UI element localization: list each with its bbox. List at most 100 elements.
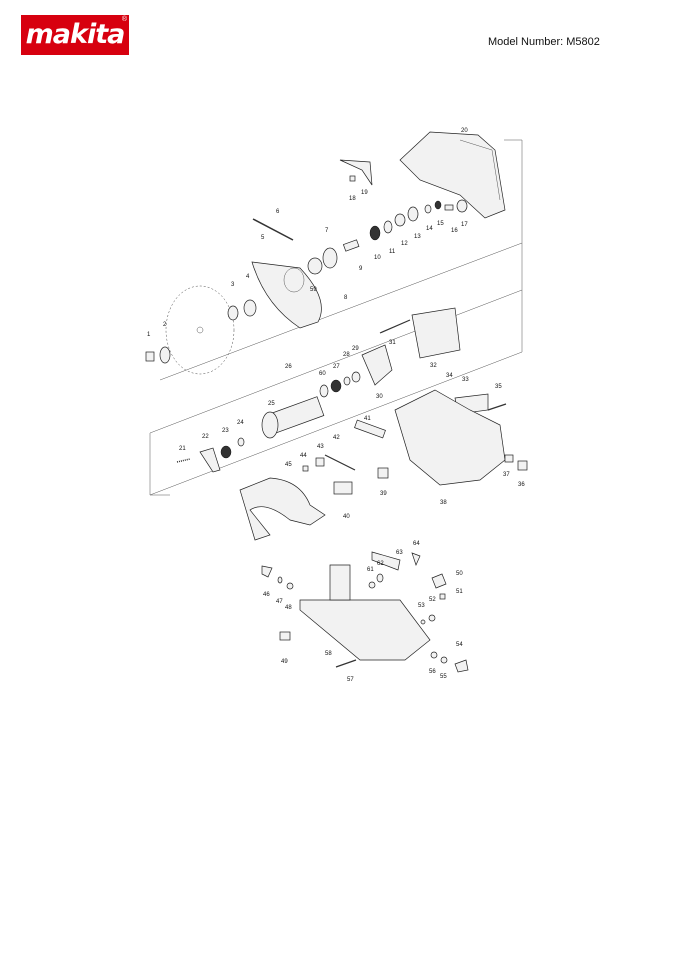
block-43 bbox=[315, 457, 325, 467]
callout-26: 26 bbox=[285, 364, 292, 370]
callout-8: 8 bbox=[344, 295, 348, 301]
field-32 bbox=[411, 307, 461, 359]
assembly-axis-line bbox=[159, 242, 523, 381]
callout-5: 5 bbox=[261, 235, 265, 241]
switch-40 bbox=[333, 481, 353, 495]
callout-38: 38 bbox=[440, 500, 447, 506]
blade-case bbox=[399, 131, 506, 219]
washer-47 bbox=[277, 576, 283, 584]
screw-37 bbox=[504, 454, 514, 463]
handle bbox=[239, 477, 326, 541]
panel-outline-lower bbox=[149, 290, 523, 496]
spring-21 bbox=[176, 458, 191, 463]
motor-housing bbox=[394, 389, 506, 486]
callout-29: 29 bbox=[352, 346, 359, 352]
callout-12: 12 bbox=[401, 241, 408, 247]
callout-32: 32 bbox=[430, 363, 437, 369]
panel-outline-upper-right bbox=[149, 139, 523, 434]
callout-10: 10 bbox=[374, 255, 381, 261]
callout-15: 15 bbox=[437, 221, 444, 227]
bolt-57 bbox=[335, 659, 357, 668]
callout-9: 9 bbox=[359, 266, 363, 272]
retaining-ring bbox=[243, 299, 257, 317]
lever-63 bbox=[371, 551, 401, 571]
bearing-60 bbox=[319, 384, 329, 398]
callout-25: 25 bbox=[268, 401, 275, 407]
callout-21: 21 bbox=[179, 446, 186, 452]
cap-17 bbox=[456, 199, 468, 213]
ring-gear bbox=[307, 257, 323, 275]
screw-31 bbox=[379, 319, 411, 334]
clip-64 bbox=[411, 552, 421, 566]
callout-63: 63 bbox=[396, 550, 403, 556]
panel-outline-upper-left bbox=[149, 433, 170, 496]
callout-2: 2 bbox=[163, 322, 167, 328]
bearing-23 bbox=[220, 445, 232, 459]
bearing-27 bbox=[330, 379, 342, 393]
washer-51 bbox=[439, 593, 446, 600]
callout-57: 57 bbox=[347, 677, 354, 683]
registered-mark: ® bbox=[121, 16, 127, 23]
washer-56 bbox=[430, 651, 438, 659]
callout-48: 48 bbox=[285, 605, 292, 611]
callout-28: 28 bbox=[343, 352, 350, 358]
callout-33: 33 bbox=[462, 377, 469, 383]
callout-4: 4 bbox=[246, 274, 250, 280]
callout-54: 54 bbox=[456, 642, 463, 648]
callout-18: 18 bbox=[349, 196, 356, 202]
washer-24 bbox=[237, 437, 245, 447]
washer-55 bbox=[440, 656, 448, 664]
wing-nut-50 bbox=[431, 573, 447, 589]
callout-42: 42 bbox=[333, 435, 340, 441]
lever-22 bbox=[199, 447, 221, 473]
nut-48 bbox=[286, 582, 294, 590]
callout-53: 53 bbox=[418, 603, 425, 609]
shaft-42 bbox=[324, 454, 356, 471]
callout-44: 44 bbox=[300, 453, 307, 459]
callout-34: 34 bbox=[446, 373, 453, 379]
bolt-49 bbox=[279, 631, 291, 641]
screw-18 bbox=[349, 175, 356, 182]
callout-6: 6 bbox=[276, 209, 280, 215]
helical-gear-13 bbox=[407, 206, 419, 222]
callout-64: 64 bbox=[413, 541, 420, 547]
lever-19 bbox=[339, 159, 373, 186]
spring-rod bbox=[252, 218, 294, 241]
callout-50: 50 bbox=[456, 571, 463, 577]
callout-27: 27 bbox=[333, 364, 340, 370]
callout-46: 46 bbox=[263, 592, 270, 598]
callout-40: 40 bbox=[343, 514, 350, 520]
callout-22: 22 bbox=[202, 434, 209, 440]
washer-62 bbox=[376, 573, 384, 583]
callout-3: 3 bbox=[231, 282, 235, 288]
gear-housing-part bbox=[322, 247, 338, 269]
blade-bolt bbox=[145, 351, 155, 362]
callout-62: 62 bbox=[377, 561, 384, 567]
ball-bearing-10 bbox=[369, 225, 381, 241]
callout-43: 43 bbox=[317, 444, 324, 450]
sleeve-41 bbox=[354, 419, 386, 439]
bearing-15 bbox=[434, 200, 442, 210]
saw-blade-outline bbox=[165, 285, 235, 375]
callout-36: 36 bbox=[518, 482, 525, 488]
base-plate bbox=[299, 599, 431, 661]
washer-14 bbox=[424, 204, 432, 214]
callout-37: 37 bbox=[503, 472, 510, 478]
callout-47: 47 bbox=[276, 599, 283, 605]
callout-51: 51 bbox=[456, 589, 463, 595]
makita-logo: makita ® bbox=[21, 15, 129, 55]
armature-fan bbox=[261, 411, 279, 439]
callout-14: 14 bbox=[426, 226, 433, 232]
ring-29 bbox=[351, 371, 361, 383]
wing-bolt-46 bbox=[261, 565, 273, 578]
callout-11: 11 bbox=[389, 249, 396, 255]
bearing-box-30 bbox=[361, 344, 393, 386]
callout-31: 31 bbox=[389, 340, 396, 346]
callout-60: 60 bbox=[319, 371, 326, 377]
ring-28 bbox=[343, 376, 351, 386]
callout-55: 55 bbox=[440, 674, 447, 680]
callout-30: 30 bbox=[376, 394, 383, 400]
base-frame-upright bbox=[329, 564, 351, 601]
inner-flange bbox=[227, 305, 239, 321]
